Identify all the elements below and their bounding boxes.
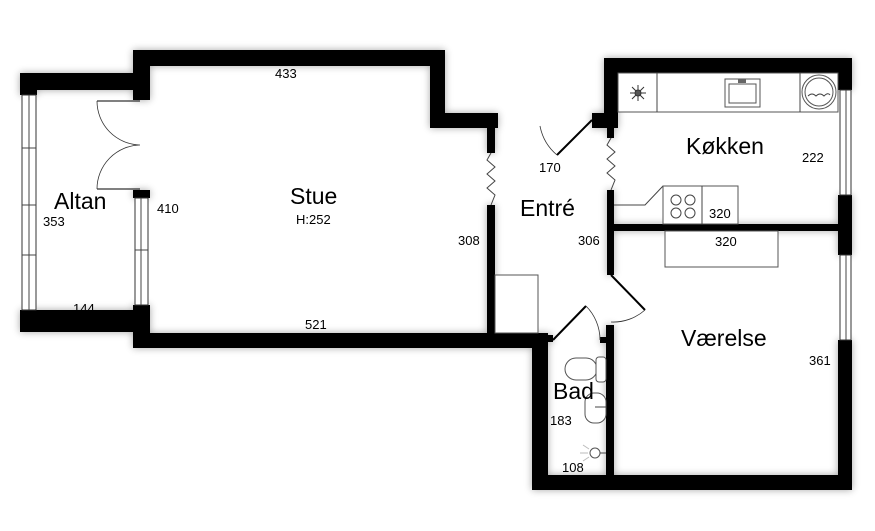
dimension: 521 (305, 317, 327, 332)
basin-icon (584, 392, 607, 424)
dimension: 222 (802, 150, 824, 165)
dimension: 183 (550, 413, 572, 428)
dimension: 170 (539, 160, 561, 175)
shower-icon (580, 444, 606, 462)
kitchen-island (664, 230, 779, 268)
dimension: 320 (715, 234, 737, 249)
room-name-stue: Stue (290, 183, 338, 209)
room-name-vaerelse: Værelse (681, 325, 767, 351)
dimension: 144 (73, 301, 95, 316)
dimension: 353 (43, 214, 65, 229)
room-height: H:252 (296, 212, 331, 227)
doors (96, 100, 646, 341)
walls (20, 50, 852, 490)
room-name-altan: Altan (54, 188, 107, 214)
radiator-icon (486, 152, 496, 206)
room-name-kokken: Køkken (686, 133, 764, 159)
radiator-icon (606, 137, 616, 191)
closet (494, 274, 539, 334)
dimension: 361 (809, 353, 831, 368)
stove-icon (614, 185, 739, 225)
kitchen-counter (617, 72, 839, 113)
washer-icon (801, 74, 837, 110)
room-name-bad: Bad (553, 378, 594, 404)
dimension: 410 (157, 201, 179, 216)
sink-icon (724, 78, 761, 108)
dimension: 108 (562, 460, 584, 475)
windows (21, 89, 852, 341)
freezer-icon (630, 85, 646, 101)
dimension: 306 (578, 233, 600, 248)
dimension: 320 (709, 206, 731, 221)
toilet-icon (564, 356, 607, 383)
dimension: 308 (458, 233, 480, 248)
room-name-entre: Entré (520, 195, 575, 221)
dimension: 433 (275, 66, 297, 81)
